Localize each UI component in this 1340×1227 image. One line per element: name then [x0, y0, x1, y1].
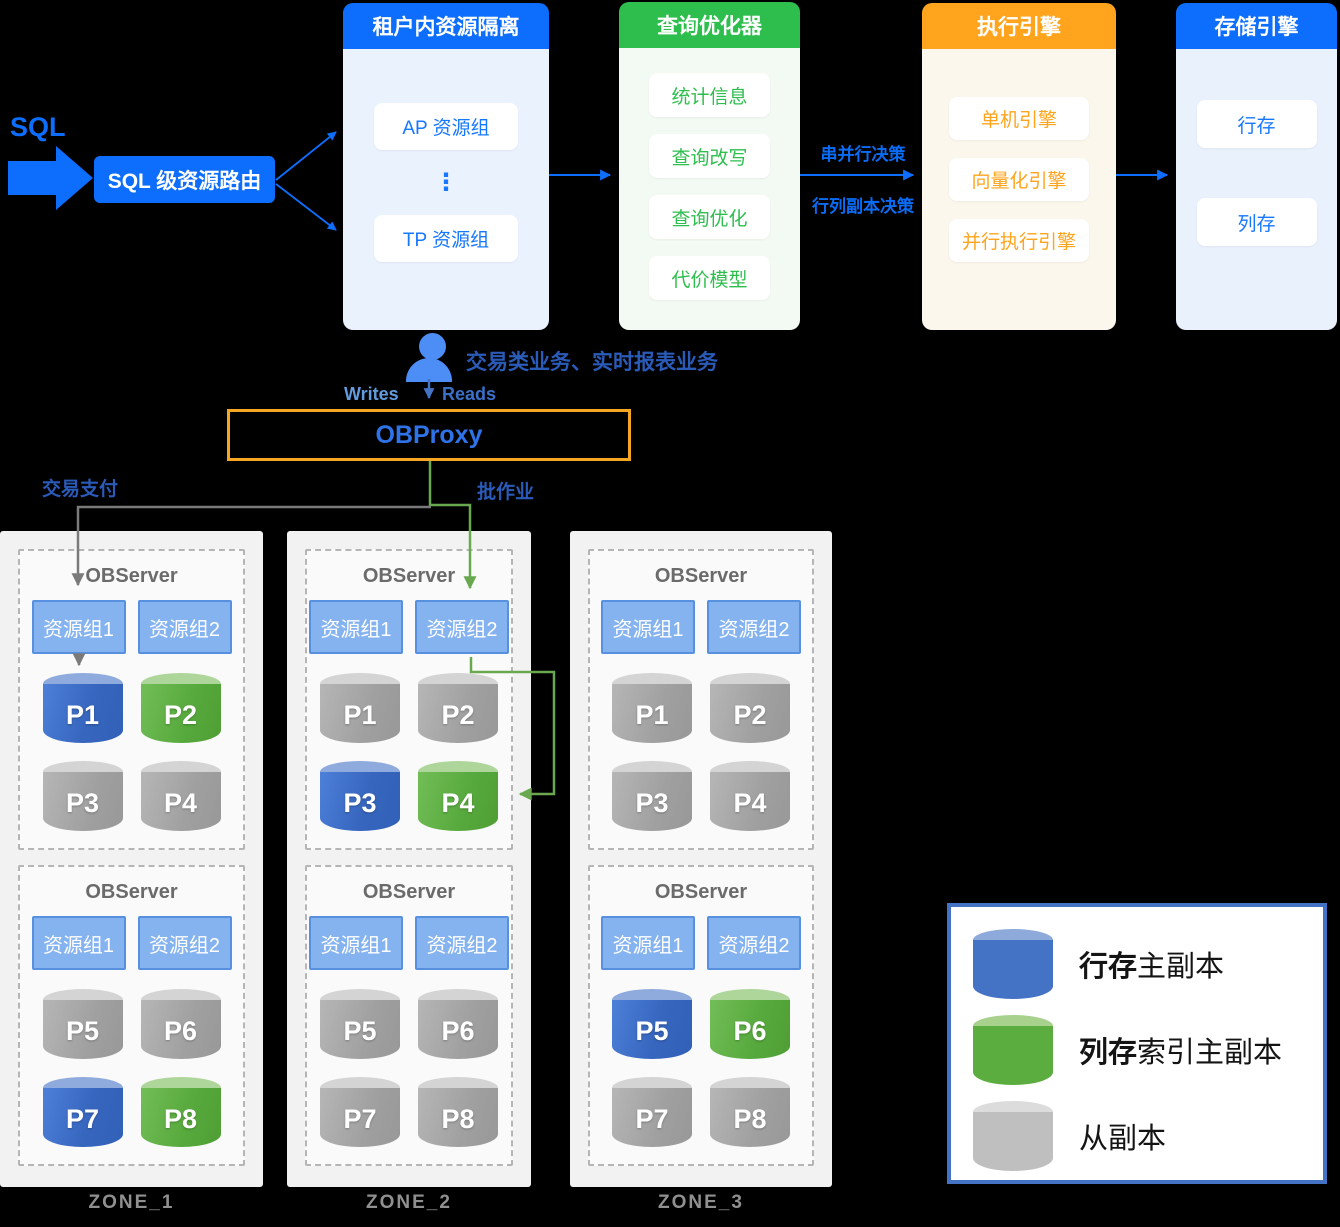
partition-cylinder: P4 — [710, 761, 790, 831]
partition-cylinder: P8 — [710, 1077, 790, 1147]
partition-cylinder: P3 — [320, 761, 400, 831]
observer-box: OBServer 资源组1 资源组2 P1 P2 P3 P4 — [18, 549, 245, 850]
observer-title: OBServer — [85, 881, 178, 903]
engine-item: 向量化引擎 — [949, 158, 1089, 201]
storage-item-colstore: 列存 — [1196, 198, 1317, 246]
legend-col-primary-label: 列存索引主副本 — [1079, 1037, 1283, 1069]
partition-cylinder: P1 — [320, 673, 400, 743]
reads-label: Reads — [442, 384, 497, 404]
observer-box: OBServer 资源组1 资源组2 P1 P2 P3 P4 — [588, 549, 814, 850]
zone-1: OBServer 资源组1 资源组2 P1 P2 P3 P4 OBServer … — [0, 531, 263, 1187]
ap-resource-group-node: AP 资源组 — [374, 103, 518, 150]
legend-row-primary-label: 行存主副本 — [1079, 951, 1225, 983]
legend-row: 从副本 — [973, 1093, 1323, 1179]
observer-box: OBServer 资源组1 资源组2 P5 P6 P7 P8 — [305, 865, 513, 1166]
partition-cylinder: P4 — [418, 761, 498, 831]
arrow-label-row-col-replica: 行列副本决策 — [812, 197, 914, 216]
partition-cylinder: P5 — [612, 989, 692, 1059]
resource-group: 资源组1 — [601, 600, 695, 654]
observer-box: OBServer 资源组1 资源组2 P5 P6 P7 P8 — [18, 865, 245, 1166]
zone-3-label: ZONE_3 — [658, 1192, 744, 1213]
engine-item: 并行执行引擎 — [949, 219, 1089, 262]
observer-box: OBServer 资源组1 资源组2 P1 P2 P3 P4 — [305, 549, 513, 850]
partition-cylinder: P2 — [140, 673, 221, 743]
zone-2: OBServer 资源组1 资源组2 P1 P2 P3 P4 OBServer … — [287, 531, 531, 1187]
legend-row: 行存主副本 — [973, 921, 1323, 1007]
resource-group: 资源组2 — [707, 916, 801, 970]
partition-cylinder: P8 — [140, 1077, 221, 1147]
resource-group: 资源组2 — [137, 916, 232, 970]
resource-group: 资源组1 — [309, 916, 403, 970]
panel-tenant-isolation-title: 租户内资源隔离 — [343, 3, 549, 49]
obproxy-node: OBProxy — [227, 409, 631, 461]
panel-storage-engine-title: 存储引擎 — [1176, 3, 1337, 49]
observer-title: OBServer — [654, 565, 748, 587]
legend-row-primary-cylinder-icon — [973, 929, 1053, 999]
legend: 行存主副本 列存索引主副本 从副本 — [947, 903, 1327, 1184]
resource-group: 资源组2 — [415, 916, 509, 970]
panel-storage-engine: 存储引擎 行存 列存 — [1176, 3, 1337, 330]
arrow-label-serial-parallel: 串并行决策 — [820, 145, 906, 164]
sql-entry-label: SQL — [10, 112, 66, 142]
partition-cylinder: P3 — [612, 761, 692, 831]
partition-cylinder: P5 — [320, 989, 400, 1059]
zone-3: OBServer 资源组1 资源组2 P1 P2 P3 P4 OBServer … — [570, 531, 832, 1187]
workload-caption: 交易类业务、实时报表业务 — [466, 351, 718, 374]
optimizer-item: 查询改写 — [649, 134, 770, 178]
observer-title: OBServer — [362, 881, 456, 903]
engine-item: 单机引擎 — [949, 97, 1089, 140]
partition-cylinder: P7 — [42, 1077, 123, 1147]
observer-title: OBServer — [362, 565, 456, 587]
user-icon — [406, 333, 452, 382]
observer-box: OBServer 资源组1 资源组2 P5 P6 P7 P8 — [588, 865, 814, 1166]
partition-cylinder: P6 — [710, 989, 790, 1059]
storage-item-rowstore: 行存 — [1196, 100, 1317, 148]
panel-tenant-isolation: 租户内资源隔离 AP 资源组 ⋮ TP 资源组 — [343, 3, 549, 330]
panel-query-optimizer: 查询优化器 统计信息 查询改写 查询优化 代价模型 — [619, 2, 800, 330]
resource-group: 资源组2 — [137, 600, 232, 654]
partition-cylinder: P3 — [42, 761, 123, 831]
optimizer-item: 统计信息 — [649, 73, 770, 117]
legend-follower-cylinder-icon — [973, 1101, 1053, 1171]
panel-query-optimizer-title: 查询优化器 — [619, 2, 800, 48]
partition-cylinder: P2 — [418, 673, 498, 743]
zone-1-label: ZONE_1 — [88, 1192, 175, 1213]
ellipsis-dots: ⋮ — [434, 169, 458, 196]
sql-router-node: SQL 级资源路由 — [94, 156, 275, 203]
resource-group: 资源组1 — [31, 600, 126, 654]
resource-group: 资源组1 — [31, 916, 126, 970]
partition-cylinder: P8 — [418, 1077, 498, 1147]
tp-resource-group-node: TP 资源组 — [374, 215, 518, 262]
panel-execution-engine-title: 执行引擎 — [922, 3, 1116, 49]
observer-title: OBServer — [85, 565, 178, 587]
partition-cylinder: P5 — [42, 989, 123, 1059]
partition-cylinder: P7 — [612, 1077, 692, 1147]
zone-2-label: ZONE_2 — [366, 1192, 452, 1213]
partition-cylinder: P6 — [140, 989, 221, 1059]
optimizer-item: 查询优化 — [649, 195, 770, 239]
resource-group: 资源组1 — [309, 600, 403, 654]
writes-label: Writes — [344, 384, 399, 404]
legend-col-primary-cylinder-icon — [973, 1015, 1053, 1085]
branch-label-batch-job: 批作业 — [477, 482, 535, 503]
legend-row: 列存索引主副本 — [973, 1007, 1323, 1093]
partition-cylinder: P1 — [612, 673, 692, 743]
panel-execution-engine: 执行引擎 单机引擎 向量化引擎 并行执行引擎 — [922, 3, 1116, 330]
legend-follower-label: 从副本 — [1079, 1123, 1167, 1155]
optimizer-item: 代价模型 — [649, 256, 770, 300]
partition-cylinder: P7 — [320, 1077, 400, 1147]
observer-title: OBServer — [654, 881, 748, 903]
branch-label-trade-payment: 交易支付 — [42, 479, 119, 500]
resource-group: 资源组2 — [415, 600, 509, 654]
partition-cylinder: P6 — [418, 989, 498, 1059]
resource-group: 资源组1 — [601, 916, 695, 970]
partition-cylinder: P2 — [710, 673, 790, 743]
resource-group: 资源组2 — [707, 600, 801, 654]
partition-cylinder: P1 — [42, 673, 123, 743]
sql-big-arrow-icon — [8, 146, 93, 210]
partition-cylinder: P4 — [140, 761, 221, 831]
